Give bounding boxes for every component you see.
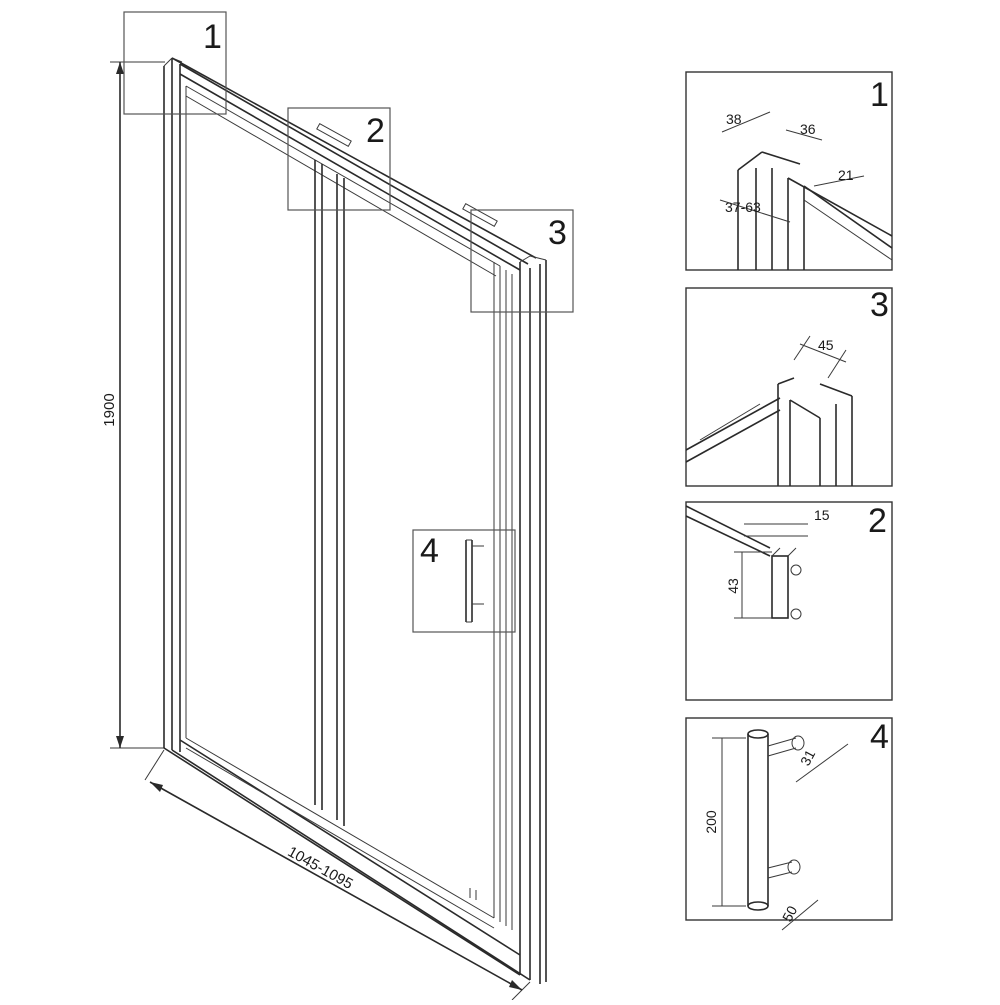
left-wall-profile — [163, 57, 187, 752]
callout-4-number: 4 — [420, 532, 439, 570]
width-label: 1045-1095 — [285, 843, 356, 893]
detail-3-panel: 3 45 — [685, 286, 893, 487]
panel-divider — [314, 160, 345, 826]
detail-3-number: 3 — [870, 286, 889, 324]
height-dimension: 1900 — [101, 61, 165, 749]
detail-2-dim-15: 15 — [814, 507, 830, 523]
detail-2-panel: 2 15 43 — [685, 501, 893, 701]
callout-2: 2 — [287, 107, 391, 211]
detail-4-number: 4 — [870, 718, 889, 756]
right-wall-profile — [493, 255, 547, 984]
callout-2-number: 2 — [366, 112, 385, 150]
callout-3-number: 3 — [548, 214, 567, 252]
detail-1-dim-21: 21 — [838, 167, 854, 183]
detail-1-number: 1 — [870, 76, 889, 114]
callout-1: 1 — [123, 11, 227, 115]
callout-4: 4 — [412, 529, 516, 633]
detail-1-dim-36: 36 — [800, 121, 816, 137]
detail-1-panel: 1 38 36 21 37-63 — [685, 71, 893, 271]
bottom-rail — [163, 737, 531, 981]
detail-2-number: 2 — [868, 502, 887, 540]
detail-3-dim-45: 45 — [818, 337, 834, 353]
detail-4-dim-31: 31 — [797, 747, 819, 768]
detail-1-dim-38: 38 — [726, 111, 742, 127]
detail-4-dim-200: 200 — [703, 810, 719, 834]
detail-2-dim-43: 43 — [725, 578, 741, 594]
callout-3: 3 — [470, 209, 574, 313]
callout-1-number: 1 — [203, 18, 222, 56]
main-door-view: 1900 — [101, 11, 574, 1001]
detail-1-dim-37-63: 37-63 — [725, 199, 761, 215]
height-label: 1900 — [101, 393, 118, 426]
top-rail — [171, 57, 537, 277]
detail-4-dim-50: 50 — [779, 903, 801, 924]
detail-4-panel: 4 31 200 50 — [685, 717, 893, 931]
